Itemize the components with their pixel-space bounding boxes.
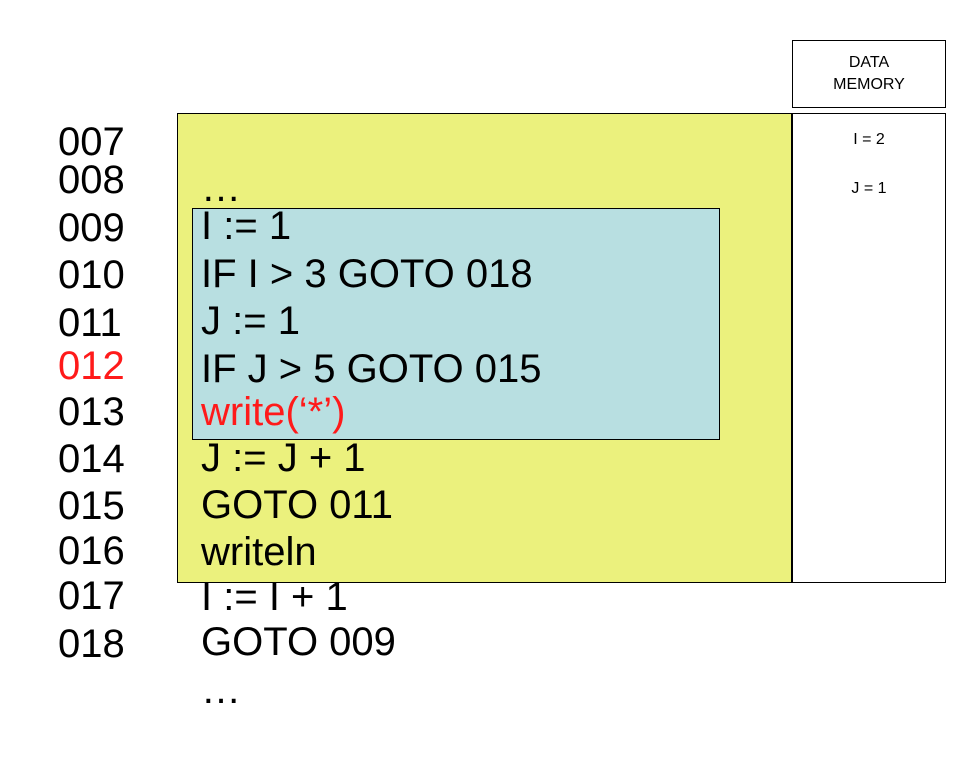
line-statement: IF J > 5 GOTO 015	[201, 347, 542, 391]
line-number: 012	[58, 344, 125, 388]
code-line-current: 012 write(‘*’)	[0, 297, 345, 434]
line-number: 016	[58, 529, 125, 573]
line-statement: I := I + 1	[201, 575, 348, 619]
line-number: 015	[58, 484, 125, 528]
line-statement: I := 1	[201, 204, 292, 248]
line-number: 008	[58, 158, 125, 202]
line-number: 007	[58, 120, 125, 164]
code-line: 010 J := 1	[0, 206, 300, 343]
line-statement: IF I > 3 GOTO 018	[201, 252, 533, 296]
code-line: 009 IF I > 3 GOTO 018	[0, 159, 533, 296]
code-line: 015 writeln	[0, 437, 317, 574]
code-line: 011 IF J > 5 GOTO 015	[0, 254, 542, 391]
code-line: 018 …	[0, 575, 241, 712]
line-statement: GOTO 009	[201, 620, 396, 664]
line-number: 009	[58, 206, 125, 250]
code-line: 013 J := J + 1	[0, 343, 366, 480]
data-memory-header: DATA MEMORY	[792, 40, 946, 108]
data-memory-label-line2: MEMORY	[833, 76, 905, 93]
line-number: 011	[58, 301, 122, 345]
code-line: 007 …	[0, 73, 241, 210]
line-statement: J := J + 1	[201, 436, 366, 480]
code-line: 008 I := 1	[0, 111, 291, 248]
code-line: 016 I := I + 1	[0, 482, 348, 619]
line-number: 010	[58, 253, 125, 297]
inner-loop-region	[192, 208, 720, 440]
memory-entry-j: J = 1	[851, 180, 887, 197]
line-statement: J := 1	[201, 299, 300, 343]
line-statement: GOTO 011	[201, 483, 393, 527]
line-statement: …	[201, 668, 241, 712]
code-line: 014 GOTO 011	[0, 390, 393, 527]
line-statement: …	[201, 166, 241, 210]
code-line: 017 GOTO 009	[0, 527, 396, 664]
data-memory-label-line1: DATA	[848, 54, 890, 71]
line-statement: writeln	[201, 530, 317, 574]
data-memory-box: I = 2 J = 1	[792, 113, 946, 583]
line-number: 018	[58, 622, 125, 666]
line-statement: write(‘*’)	[201, 390, 346, 434]
line-number: 013	[58, 390, 125, 434]
line-number: 014	[58, 437, 125, 481]
memory-entry-i: I = 2	[853, 131, 885, 148]
line-number: 017	[58, 574, 125, 618]
